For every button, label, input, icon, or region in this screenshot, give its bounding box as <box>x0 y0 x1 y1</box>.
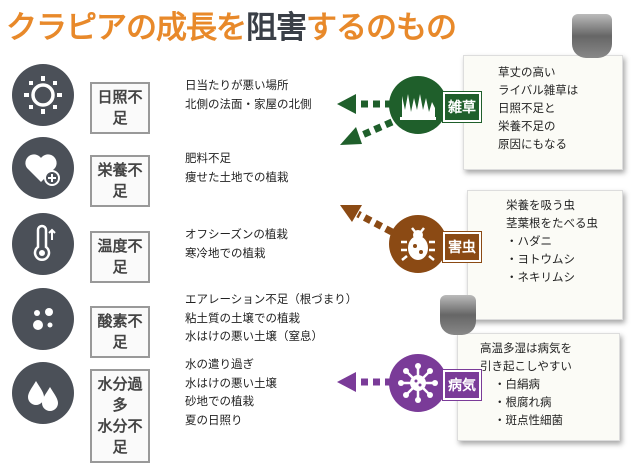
factor-desc-nutrition: 肥料不足痩せた土地での植栽 <box>185 150 289 187</box>
desc-line: 北側の法面・家屋の北側 <box>185 98 312 111</box>
desc-line: 砂地での植栽 <box>185 396 254 408</box>
desc-line: 肥料不足 <box>185 153 231 165</box>
note-line: ・ネキリムシ <box>506 272 575 284</box>
weed-icon <box>389 76 447 134</box>
note-line: 日照不足と <box>498 103 556 115</box>
factor-desc-temperature: オフシーズンの植栽寒冷地での植栽 <box>185 226 288 263</box>
title-part3: するのもの <box>306 10 457 45</box>
plant-pot-image <box>440 295 476 335</box>
desc-line: 粘土質の土壌での植栽 <box>185 312 300 325</box>
factor-desc-sunlight: 日当たりが悪い場所北側の法面・家屋の北側 <box>185 77 312 114</box>
disease-arrow <box>337 372 392 392</box>
note-line: 原因にもなる <box>498 139 567 151</box>
note-line: ・ヨトウムシ <box>506 254 575 266</box>
note-line: 栄養不足の <box>498 121 556 133</box>
factor-label-sunlight: 日照不足 <box>90 82 150 134</box>
pest-note: 栄養を吸う虫茎葉根をたべる虫・ハダニ・ヨトウムシ・ネキリムシ <box>467 190 623 320</box>
weed-label: 雑草 <box>442 91 482 123</box>
factor-label-temperature: 温度不足 <box>90 231 150 283</box>
desc-line: 日当たりが悪い場所 <box>185 80 289 92</box>
note-line: 高温多湿は病気を <box>480 343 572 355</box>
weed-arrows <box>337 94 394 145</box>
factor-desc-water: 水の遣り過ぎ水はけの悪い土壌砂地での植栽夏の日照り <box>185 356 277 430</box>
virus-icon <box>389 354 447 412</box>
factor-label-nutrition: 栄養不足 <box>90 155 150 207</box>
pest-label: 害虫 <box>442 231 482 263</box>
sun-icon <box>12 64 74 126</box>
note-line: ・ハダニ <box>506 236 552 248</box>
factor-desc-oxygen: エアレーション不足（根づまり） 粘土質の土壌での植栽水はけの悪い土壌（窒息） <box>185 291 357 347</box>
disease-note: 高温多湿は病気を引き起こしやすい・白絹病・根腐れ病・斑点性細菌 <box>457 333 620 441</box>
desc-line: 痩せた土地での植栽 <box>185 171 289 184</box>
heart-plus-icon <box>12 137 74 199</box>
factor-label-oxygen: 酸素不足 <box>90 306 150 358</box>
note-line: ・根腐れ病 <box>494 397 552 409</box>
plant-pot-image <box>572 14 612 58</box>
note-line: 草丈の高い <box>498 67 556 79</box>
desc-line: 水の遣り過ぎ <box>185 359 254 371</box>
desc-line: 夏の日照り <box>185 414 243 427</box>
desc-line: オフシーズンの植栽 <box>185 229 288 241</box>
desc-line: 寒冷地での植栽 <box>185 247 266 260</box>
bubbles-icon <box>12 288 74 350</box>
thermometer-icon <box>12 213 74 275</box>
note-line: ・白絹病 <box>494 379 540 391</box>
disease-label: 病気 <box>442 369 482 401</box>
desc-line: エアレーション不足（根づまり） <box>185 294 358 306</box>
desc-line: 水はけの悪い土壌 <box>185 377 277 390</box>
bug-icon <box>389 215 447 273</box>
water-drops-icon <box>12 362 74 424</box>
desc-line: 水はけの悪い土壌（窒息） <box>185 331 323 343</box>
factor-label-water: 水分過多水分不足 <box>90 369 150 463</box>
label-line: 水分不足 <box>97 418 143 456</box>
note-line: ・斑点性細菌 <box>494 415 563 427</box>
note-line: ライバル雑草は <box>498 85 579 97</box>
note-line: 引き起こしやすい <box>480 361 572 373</box>
label-line: 水分過多 <box>97 376 143 414</box>
pest-arrow <box>340 205 394 236</box>
title-highlight: 阻害 <box>246 10 307 45</box>
note-line: 栄養を吸う虫 <box>506 200 575 212</box>
weed-note: 草丈の高いライバル雑草は日照不足と栄養不足の原因にもなる <box>463 55 623 170</box>
note-line: 茎葉根をたべる虫 <box>506 218 598 230</box>
title-part1: クラピアの成長を <box>6 10 247 45</box>
page-title: クラピアの成長を阻害するのもの <box>6 2 457 47</box>
